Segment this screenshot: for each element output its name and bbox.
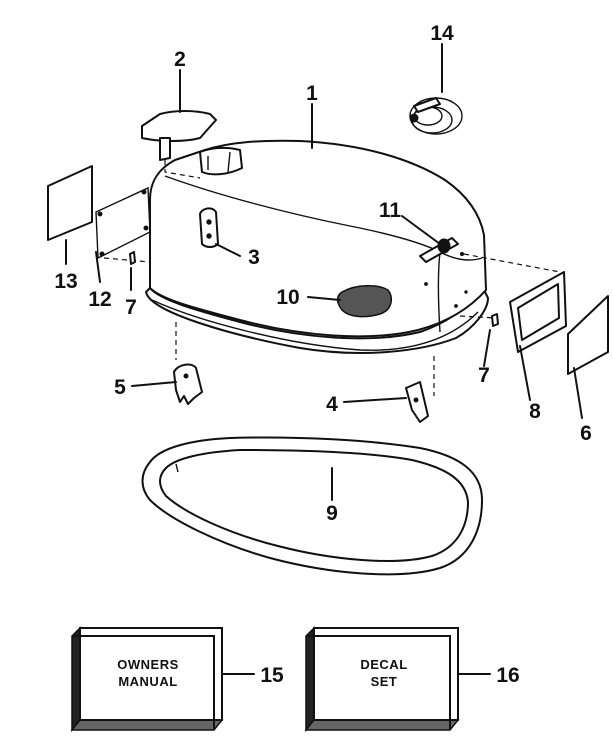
callout-3: 3	[248, 246, 260, 269]
callout-10: 10	[276, 286, 299, 309]
callout-14: 14	[430, 22, 454, 45]
grommet-part	[419, 237, 459, 263]
side-decal-part	[336, 285, 393, 318]
callout-1: 1	[306, 82, 318, 105]
callout-2: 2	[174, 48, 186, 71]
decal-set-box: DECAL SET	[304, 626, 460, 733]
callout-11: 11	[379, 199, 402, 222]
decal-set-line2: SET	[371, 674, 398, 689]
screw-right-part	[491, 313, 499, 327]
mounting-bracket-part	[95, 186, 151, 260]
engine-cover	[145, 139, 489, 354]
seal-gasket-part	[141, 436, 483, 576]
latch-bracket-part	[199, 207, 219, 248]
callout-13: 13	[54, 270, 77, 293]
decal-plate-part	[47, 165, 93, 241]
owners-manual-line1: OWNERS	[117, 657, 179, 672]
clip-part	[405, 381, 429, 423]
callout-16: 16	[496, 664, 519, 687]
callout-6: 6	[580, 422, 592, 445]
callout-9: 9	[326, 502, 338, 525]
side-plate-part	[567, 295, 609, 375]
screw-left-part	[129, 251, 136, 265]
callout-5: 5	[114, 376, 126, 399]
hinge-bracket-part	[173, 363, 203, 405]
frame-bracket-part	[509, 271, 567, 353]
cable-coil-part	[409, 97, 463, 135]
callout-7-right: 7	[478, 364, 490, 387]
owners-manual-line2: MANUAL	[118, 674, 177, 689]
callout-15: 15	[260, 664, 284, 687]
callout-12: 12	[88, 288, 111, 311]
decal-set-line1: DECAL	[360, 657, 407, 672]
owners-manual-box: OWNERS MANUAL	[70, 626, 224, 733]
callout-8: 8	[529, 400, 541, 423]
callout-7-left: 7	[125, 296, 137, 319]
callout-4: 4	[326, 393, 338, 416]
intake-cap-part	[141, 110, 217, 161]
